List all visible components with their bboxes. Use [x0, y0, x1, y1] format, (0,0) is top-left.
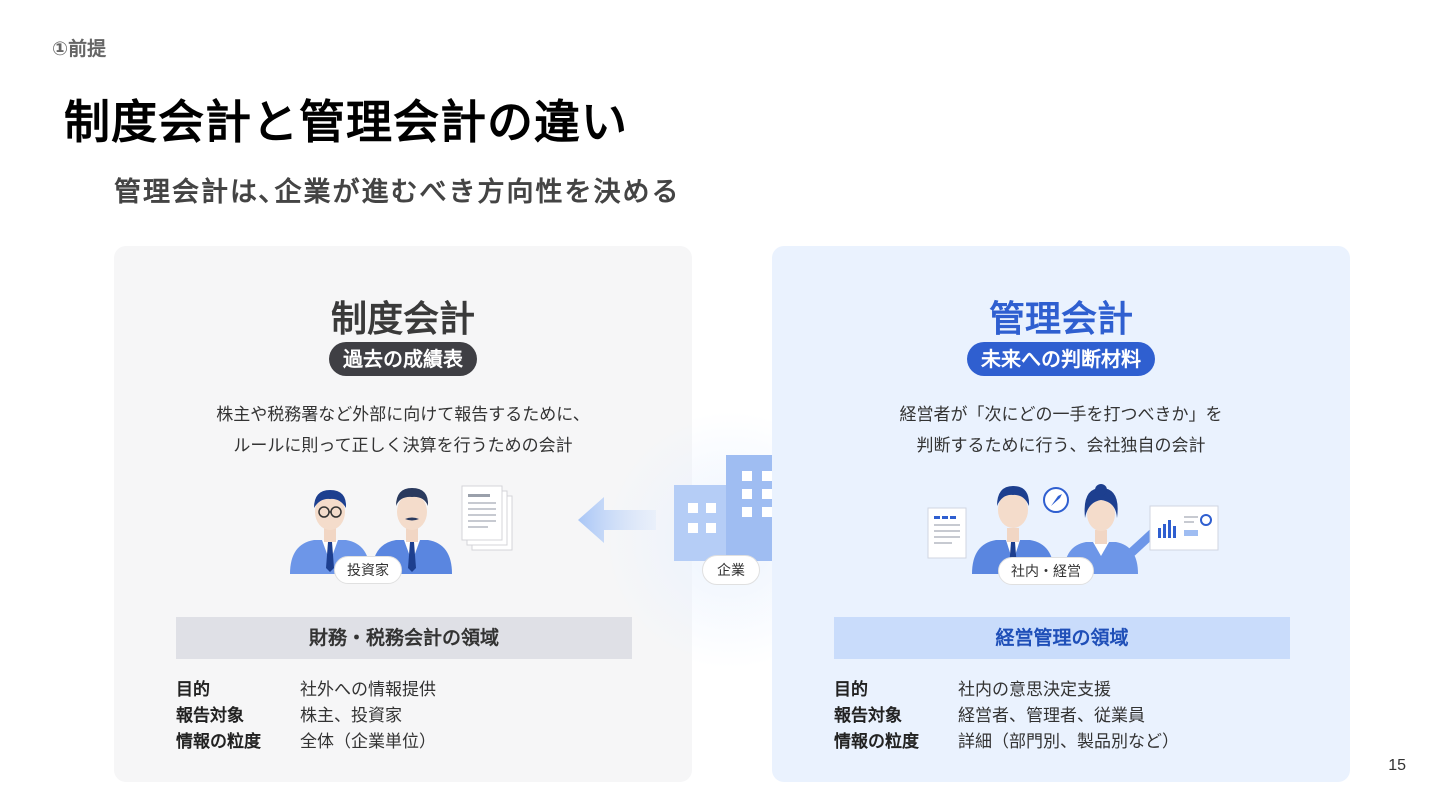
description-line: 株主や税務署など外部に向けて報告するために、 — [216, 405, 590, 425]
row-value: 経営者、管理者、従業員 — [958, 705, 1145, 726]
row-value: 詳細（部門別、製品別など） — [958, 731, 1179, 752]
comparison-row: 報告対象 経営者、管理者、従業員 — [834, 700, 1290, 726]
documents-icon — [461, 485, 513, 551]
row-label: 報告対象 — [176, 705, 244, 726]
row-label: 目的 — [834, 679, 868, 700]
panel-title: 管理会計 — [988, 299, 1133, 340]
panel-title: 制度会計 — [330, 299, 475, 340]
panel-tagline-pill: 過去の成績表 — [329, 342, 477, 376]
panel-tagline-pill: 未来への判断材料 — [967, 342, 1155, 376]
domain-band: 経営管理の領域 — [834, 617, 1290, 659]
comparison-row: 報告対象 株主、投資家 — [176, 700, 632, 726]
row-label: 情報の粒度 — [176, 731, 261, 752]
row-value: 株主、投資家 — [300, 705, 402, 726]
investors-illustration — [290, 485, 513, 574]
row-label: 目的 — [176, 679, 210, 700]
comparison-rows: 目的 社外への情報提供 報告対象 株主、投資家 情報の粒度 全体（企業単位） — [176, 674, 632, 752]
comparison-row: 情報の粒度 詳細（部門別、製品別など） — [834, 726, 1290, 752]
row-label: 報告対象 — [834, 705, 902, 726]
company-label: 企業 — [702, 555, 760, 585]
row-value: 全体（企業単位） — [300, 731, 436, 752]
description-line: 判断するために行う、会社独自の会計 — [916, 436, 1206, 456]
page-number: 15 — [1388, 757, 1406, 774]
investor-label: 投資家 — [334, 556, 402, 584]
description-line: 経営者が「次にどの一手を打つべきか」を — [899, 405, 1223, 425]
row-label: 情報の粒度 — [834, 731, 919, 752]
chart-board-icon — [1149, 505, 1219, 551]
comparison-row: 目的 社外への情報提供 — [176, 674, 632, 700]
management-accounting-panel: 管理会計 未来への判断材料 経営者が「次にどの一手を打つべきか」を 判断するため… — [772, 246, 1350, 782]
internal-management-label: 社内・経営 — [998, 557, 1094, 585]
description-line: ルールに則って正しく決算を行うための会計 — [233, 436, 573, 456]
page-subtitle: 管理会計は､企業が進むべき方向性を決める — [114, 177, 681, 208]
left-arrow-icon — [578, 497, 656, 543]
domain-band: 財務・税務会計の領域 — [176, 617, 632, 659]
panel-description: 経営者が「次にどの一手を打つべきか」を 判断するために行う、会社独自の会計 — [772, 400, 1350, 462]
compass-icon — [1043, 487, 1069, 513]
comparison-row: 情報の粒度 全体（企業単位） — [176, 726, 632, 752]
page-title: 制度会計と管理会計の違い — [64, 95, 628, 149]
row-value: 社外への情報提供 — [300, 679, 436, 700]
panel-description: 株主や税務署など外部に向けて報告するために、 ルールに則って正しく決算を行うため… — [114, 400, 692, 462]
report-document-icon — [927, 507, 967, 559]
row-value: 社内の意思決定支援 — [958, 679, 1111, 700]
section-label: ①前提 — [52, 38, 107, 60]
comparison-rows: 目的 社内の意思決定支援 報告対象 経営者、管理者、従業員 情報の粒度 詳細（部… — [834, 674, 1290, 752]
comparison-row: 目的 社内の意思決定支援 — [834, 674, 1290, 700]
